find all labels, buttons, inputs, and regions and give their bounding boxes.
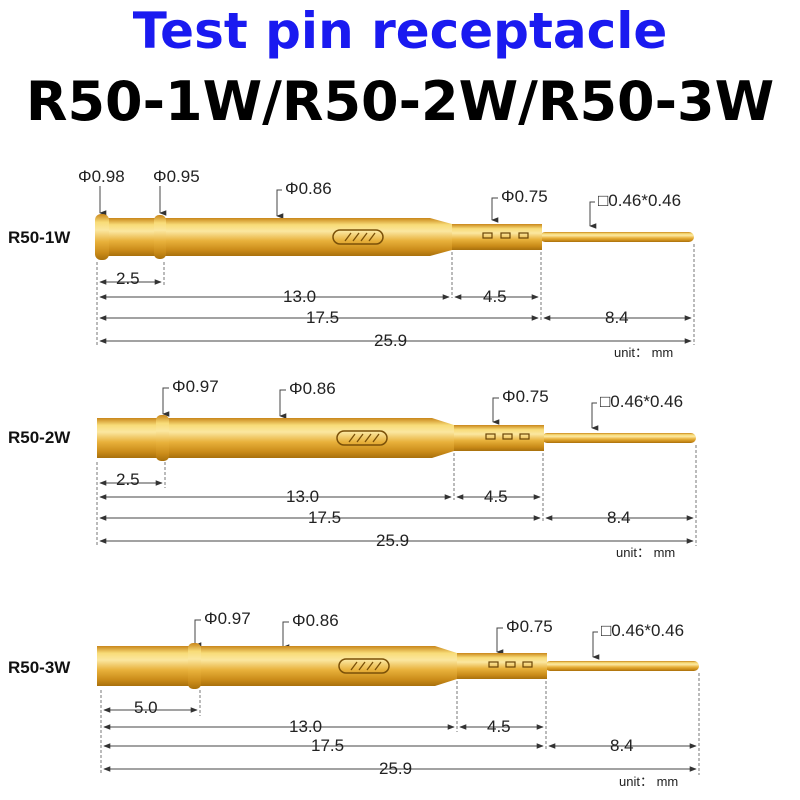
model-label: R50-3W — [8, 658, 71, 677]
wire-label: □0.46*0.46 — [600, 392, 683, 411]
collar-dia-pointer — [162, 387, 170, 417]
tip-dia-pointer — [491, 197, 499, 223]
tip-len-label: 4.5 — [483, 287, 507, 306]
wire-pointer — [589, 201, 597, 229]
crimp-marks — [482, 232, 529, 239]
unit-label: unit： mm — [616, 545, 675, 560]
wire-pointer — [592, 631, 600, 660]
head-flange — [95, 214, 109, 260]
wire-label: □0.46*0.46 — [598, 191, 681, 210]
extension-lines — [96, 244, 695, 345]
pin-r50-1w: R50-1W Φ0.98 Φ0.95 Φ0.86 Φ0.75 □0.46*0.4… — [8, 167, 695, 360]
wire-len-label: 8.4 — [610, 736, 634, 755]
tip-len-label: 4.5 — [484, 487, 508, 506]
pin-r50-2w: R50-2W Φ0.97 Φ0.86 Φ0.75 □0.46*0.46 2.5 … — [8, 377, 697, 560]
tip-dia-pointer — [496, 627, 504, 655]
tip-sleeve — [455, 653, 547, 679]
unit-label: unit： mm — [614, 345, 673, 360]
collar-dia-label: Φ0.97 — [204, 609, 251, 628]
tip-sleeve — [452, 425, 544, 451]
body-dia-label: Φ0.86 — [292, 611, 339, 630]
main-barrel — [97, 646, 457, 686]
model-label: R50-1W — [8, 228, 71, 247]
tip-dia-label: Φ0.75 — [502, 387, 549, 406]
extension-lines — [100, 673, 700, 775]
wire-len-label: 8.4 — [607, 508, 631, 527]
crimp-marks — [485, 433, 530, 440]
main-barrel — [97, 418, 454, 458]
tip-sleeve — [450, 224, 542, 250]
model-label: R50-2W — [8, 428, 71, 447]
pin-r50-3w: R50-3W Φ0.97 Φ0.86 Φ0.75 □0.46*0.46 5.0 … — [8, 609, 700, 789]
collar-dia-pointer — [194, 619, 202, 648]
wire-pointer — [591, 402, 599, 431]
wire-post — [540, 232, 694, 242]
title: Test pin receptacle — [132, 2, 668, 60]
wire-label: □0.46*0.46 — [601, 621, 684, 640]
body-dia-pointer — [276, 189, 284, 219]
total-len-label: 25.9 — [376, 531, 409, 550]
body-len-label: 13.0 — [283, 287, 316, 306]
total-len-label: 25.9 — [379, 759, 412, 778]
head-dia-label: Φ0.98 — [78, 167, 125, 186]
collar-pos-label: 2.5 — [116, 269, 140, 288]
crimp-marks — [488, 661, 533, 668]
marking-lines — [344, 232, 376, 242]
body-dia-pointer — [282, 621, 290, 650]
tip-dia-label: Φ0.75 — [506, 617, 553, 636]
main-barrel — [100, 218, 452, 256]
sleeve-len-label: 17.5 — [306, 308, 339, 327]
subtitle: R50-1W/R50-2W/R50-3W — [25, 70, 775, 133]
body-len-label: 13.0 — [286, 487, 319, 506]
tip-dia-label: Φ0.75 — [501, 187, 548, 206]
collar-dia-label: Φ0.95 — [153, 167, 200, 186]
wire-post — [542, 433, 696, 443]
marking-lines — [350, 661, 382, 671]
collar-pos-label: 2.5 — [116, 470, 140, 489]
extension-lines — [96, 445, 697, 546]
collar-ring — [154, 215, 166, 259]
collar-ring — [156, 415, 169, 461]
collar-ring — [188, 643, 201, 689]
sleeve-len-label: 17.5 — [308, 508, 341, 527]
collar-dia-label: Φ0.97 — [172, 377, 219, 396]
body-dia-label: Φ0.86 — [285, 179, 332, 198]
marking-slot — [332, 229, 384, 245]
body-dia-label: Φ0.86 — [289, 379, 336, 398]
total-len-label: 25.9 — [374, 331, 407, 350]
marking-slot — [336, 430, 388, 446]
wire-len-label: 8.4 — [605, 308, 629, 327]
tip-len-label: 4.5 — [487, 717, 511, 736]
unit-label: unit： mm — [619, 774, 678, 789]
marking-lines — [348, 433, 380, 443]
marking-slot — [338, 658, 390, 674]
tip-dia-pointer — [492, 397, 500, 425]
body-dia-pointer — [279, 389, 287, 419]
body-len-label: 13.0 — [289, 717, 322, 736]
collar-pos-label: 5.0 — [134, 698, 158, 717]
sleeve-len-label: 17.5 — [311, 736, 344, 755]
wire-post — [545, 661, 699, 671]
